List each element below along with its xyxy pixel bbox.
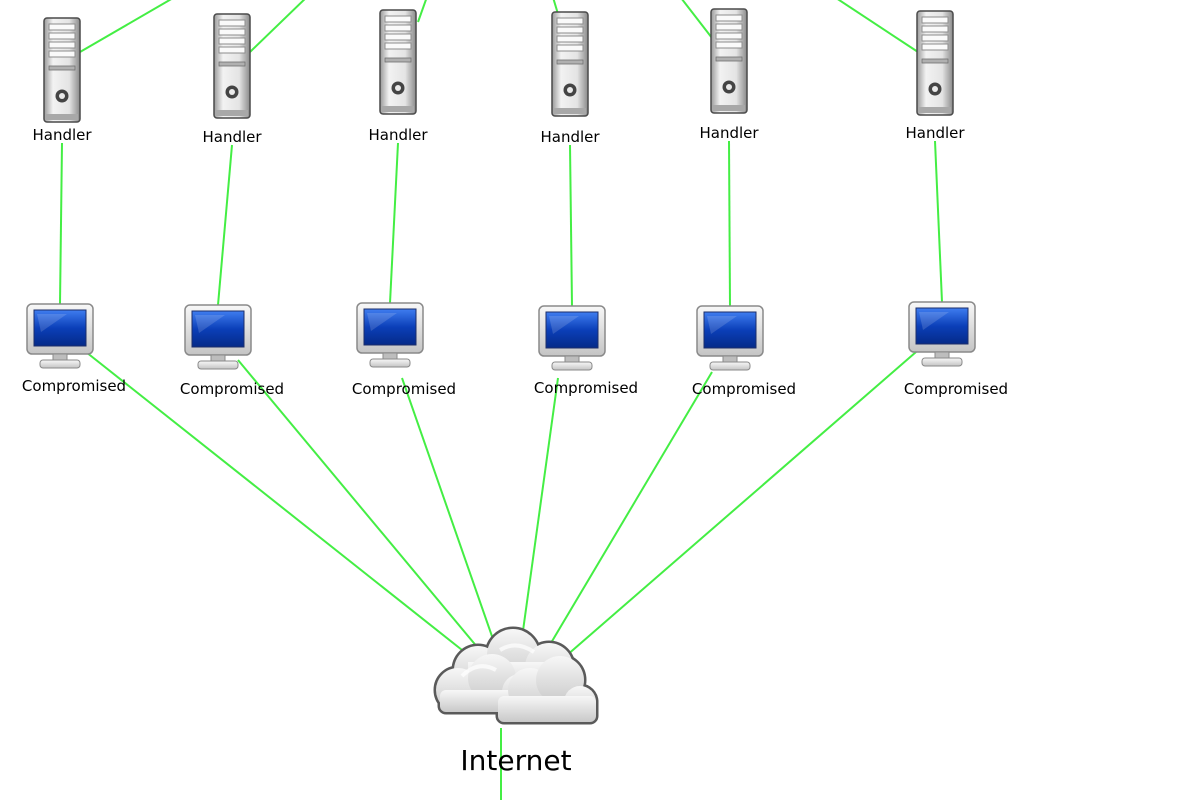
handler-node: Handler <box>699 8 759 142</box>
monitor-icon <box>184 304 252 370</box>
handler-node: Handler <box>540 11 600 146</box>
link-handler-4-to-compromised <box>569 144 573 307</box>
handler-label: Handler <box>905 124 965 142</box>
compromised-label: Compromised <box>692 380 796 398</box>
link-handler-5-upstream <box>681 0 713 39</box>
compromised-node: Compromised <box>352 302 456 398</box>
link-compromised-5-to-internet <box>547 371 713 649</box>
link-handler-2-upstream <box>249 0 306 53</box>
link-handler-1-to-compromised <box>59 142 63 305</box>
compromised-label: Compromised <box>534 379 638 397</box>
link-compromised-2-to-internet <box>237 359 479 649</box>
link-handler-6-to-compromised <box>934 140 943 303</box>
internet-label: Internet <box>460 744 571 777</box>
compromised-node: Compromised <box>180 304 284 398</box>
handler-label: Handler <box>32 126 92 144</box>
link-handler-3-to-compromised <box>389 142 399 304</box>
server-tower-icon <box>916 10 954 116</box>
link-handler-1-upstream <box>79 0 172 53</box>
handler-label: Handler <box>699 124 759 142</box>
link-handler-2-to-compromised <box>217 144 233 306</box>
handler-node: Handler <box>32 17 92 144</box>
link-compromised-1-to-internet <box>85 351 463 651</box>
handler-node: Handler <box>905 10 965 142</box>
link-handler-4-upstream <box>552 0 559 15</box>
monitor-icon <box>538 305 606 371</box>
compromised-node: Compromised <box>904 301 1008 398</box>
link-handler-3-upstream <box>417 0 427 23</box>
server-tower-icon <box>213 13 251 119</box>
monitor-icon <box>26 303 94 369</box>
monitor-icon <box>696 305 764 371</box>
handler-node: Handler <box>368 9 428 144</box>
handler-label: Handler <box>368 126 428 144</box>
link-handler-6-upstream <box>837 0 919 53</box>
monitor-icon <box>908 301 976 367</box>
cloud-icon <box>436 629 596 722</box>
server-tower-icon <box>551 11 589 117</box>
compromised-label: Compromised <box>22 377 126 395</box>
handler-label: Handler <box>540 128 600 146</box>
server-tower-icon <box>43 17 81 123</box>
server-tower-icon <box>710 8 748 114</box>
compromised-node: Compromised <box>22 303 126 395</box>
link-handler-5-to-compromised <box>728 140 731 307</box>
handler-node: Handler <box>202 13 262 146</box>
compromised-node: Compromised <box>692 305 796 398</box>
monitor-icon <box>356 302 424 368</box>
compromised-label: Compromised <box>352 380 456 398</box>
server-tower-icon <box>379 9 417 115</box>
compromised-node: Compromised <box>534 305 638 397</box>
compromised-label: Compromised <box>904 380 1008 398</box>
node-layer: Handler Handler Handler Handler Handler Handl… <box>22 8 1008 398</box>
link-compromised-3-to-internet <box>401 377 495 643</box>
internet-node: Internet <box>436 629 596 777</box>
link-compromised-6-to-internet <box>565 351 917 657</box>
compromised-label: Compromised <box>180 380 284 398</box>
handler-label: Handler <box>202 128 262 146</box>
link-compromised-4-to-internet <box>521 377 559 639</box>
link-layer <box>59 0 943 800</box>
